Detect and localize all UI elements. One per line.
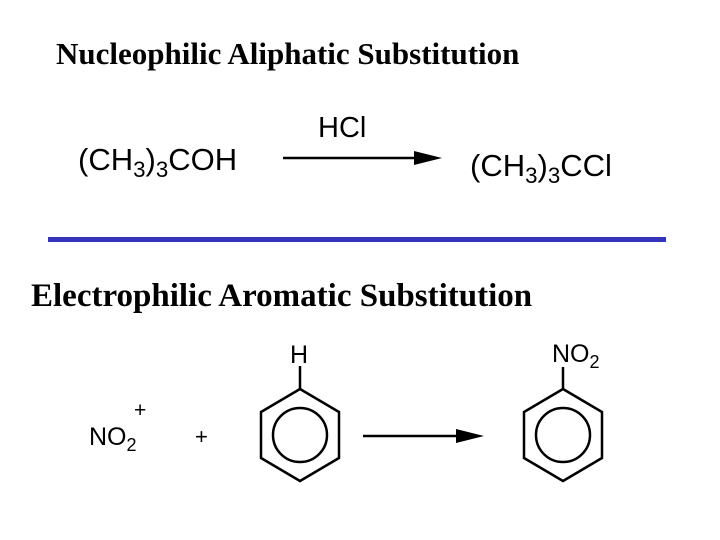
nitronium-ion: NO2 xyxy=(89,423,137,455)
reagent-hcl: HCl xyxy=(318,112,367,144)
reaction-arrow-2-head xyxy=(456,429,484,443)
section-title-electrophilic: Electrophilic Aromatic Substitution xyxy=(31,278,533,314)
reaction-arrow-1-head xyxy=(414,151,442,165)
benzene-ring-left xyxy=(259,366,341,483)
section-title-nucleophilic: Nucleophilic Aliphatic Substitution xyxy=(56,36,520,71)
benzene-ring-right xyxy=(522,367,604,483)
hydrogen-label: H xyxy=(290,341,309,369)
plus-sign: + xyxy=(195,424,208,449)
product-tert-butyl-chloride: (CH3)3CCl xyxy=(470,148,612,189)
nitro-group-label: NO2 xyxy=(552,340,600,372)
reactant-tert-butanol: (CH3)3COH xyxy=(78,142,238,183)
positive-charge: + xyxy=(134,399,147,422)
section-divider xyxy=(48,237,666,242)
